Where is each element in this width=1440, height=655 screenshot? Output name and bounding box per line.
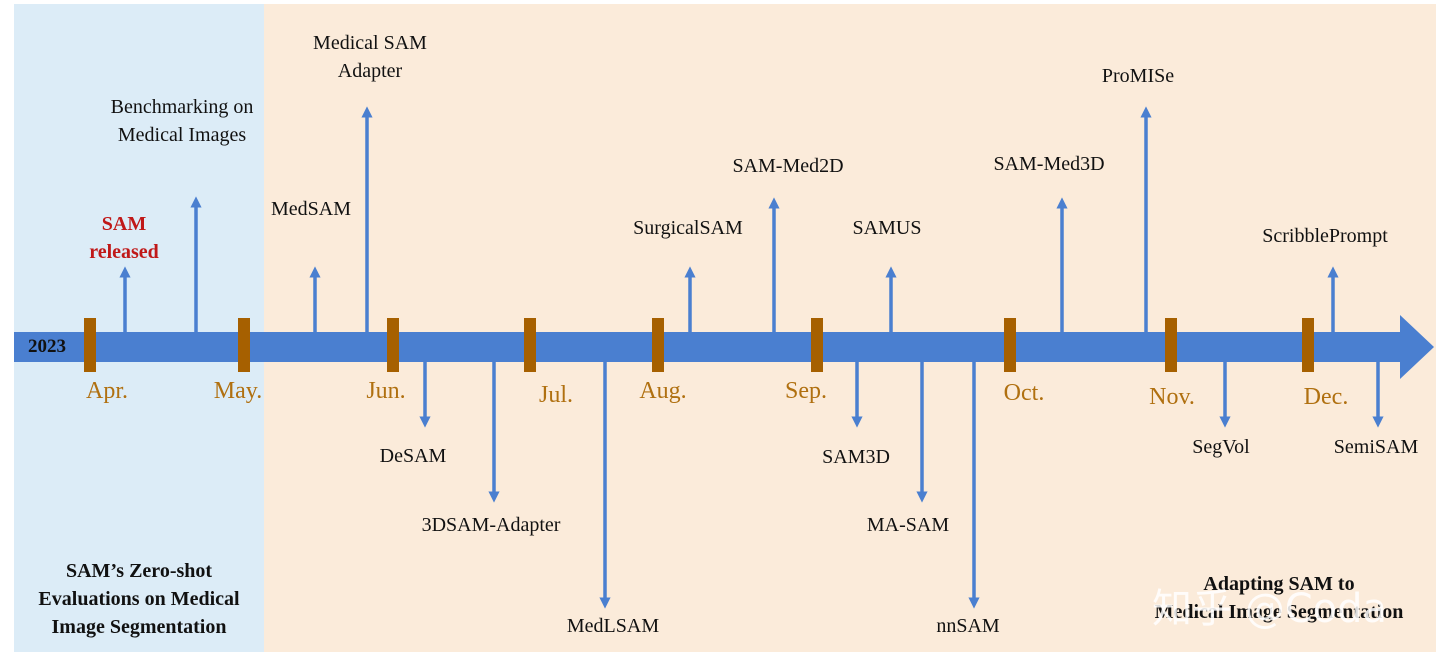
timeline-arrowhead <box>1400 315 1434 379</box>
month-label-jun: Jun. <box>366 378 406 404</box>
month-label-oct: Oct. <box>1003 380 1045 406</box>
adapting-panel <box>264 4 1436 652</box>
month-marker-oct <box>1004 318 1016 372</box>
event-nnsam: nnSAM <box>936 615 1000 637</box>
event-semisam: SemiSAM <box>1333 436 1419 458</box>
month-marker-aug <box>652 318 664 372</box>
event-medlsam: MedLSAM <box>566 615 660 637</box>
month-label-jul: Jul. <box>538 382 574 408</box>
event-promise: ProMISe <box>1101 65 1175 87</box>
month-marker-sep <box>811 318 823 372</box>
month-marker-nov <box>1165 318 1177 372</box>
event-medical-sam-adapter: Medical SAM Adapter <box>313 32 427 82</box>
zero-shot-panel <box>14 4 264 652</box>
watermark: 知乎 @Coda <box>1152 586 1388 632</box>
adapting-title: Adapting SAM to Medical Image Segmentati… <box>1154 573 1404 623</box>
event-ma-sam: MA-SAM <box>866 514 950 536</box>
event-segvol: SegVol <box>1192 436 1250 458</box>
month-label-nov: Nov. <box>1149 384 1195 410</box>
month-marker-dec <box>1302 318 1314 372</box>
event-scribbleprompt: ScribblePrompt <box>1262 225 1388 247</box>
timeline-bar <box>14 332 1406 362</box>
month-marker-may <box>238 318 250 372</box>
month-marker-jun <box>387 318 399 372</box>
event-sam-med3d: SAM-Med3D <box>993 153 1105 175</box>
month-label-apr: Apr. <box>86 378 128 404</box>
sam-released-label: SAM released <box>89 213 159 263</box>
event-desam: DeSAM <box>379 445 447 467</box>
month-label-may: May. <box>213 378 263 404</box>
zero-shot-title: SAM’s Zero-shot Evaluations on Medical I… <box>38 560 240 638</box>
year-label: 2023 <box>28 336 66 357</box>
month-marker-jul <box>524 318 536 372</box>
event-3dsam-adapter: 3DSAM-Adapter <box>421 514 561 536</box>
month-marker-apr <box>84 318 96 372</box>
event-sam-med2d: SAM-Med2D <box>732 155 844 177</box>
event-medsam: MedSAM <box>270 198 352 220</box>
event-sam3d: SAM3D <box>822 446 890 468</box>
event-samus: SAMUS <box>852 217 922 239</box>
event-surgicalsam: SurgicalSAM <box>633 217 743 239</box>
event-benchmarking: Benchmarking on Medical Images <box>110 96 254 146</box>
month-label-dec: Dec. <box>1303 384 1349 410</box>
month-label-aug: Aug. <box>639 378 687 404</box>
month-label-sep: Sep. <box>785 378 827 404</box>
